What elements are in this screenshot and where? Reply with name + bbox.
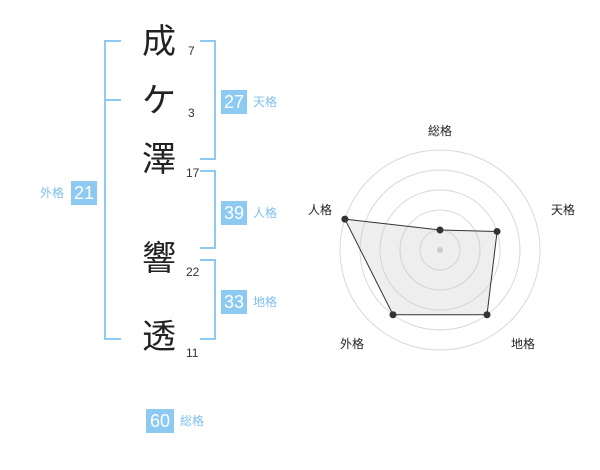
radar-polygon <box>344 218 498 316</box>
chikaku-bracket <box>200 259 216 340</box>
jinkaku-label: 人格 <box>253 206 278 220</box>
stroke-count-1: 7 <box>188 44 195 58</box>
gaikaku-value: 21 <box>71 181 97 205</box>
radar-axis-label-soukaku: 総格 <box>428 124 453 138</box>
radar-axis-label-chikaku: 地格 <box>511 337 536 351</box>
radar-grid-ring <box>379 189 501 311</box>
radar-grid-ring <box>399 209 481 291</box>
soukaku-label: 総格 <box>180 414 205 428</box>
chikaku-value: 33 <box>221 290 247 314</box>
radar-axis-label-jinkaku: 人格 <box>308 203 333 217</box>
soukaku-value: 60 <box>146 409 174 433</box>
stroke-count-3: 17 <box>186 166 200 180</box>
radar-point <box>389 311 397 319</box>
stroke-count-5: 11 <box>186 346 199 360</box>
gaikaku-label: 外格 <box>40 186 65 200</box>
radar-center-dot <box>437 247 443 253</box>
radar-chart <box>339 149 541 351</box>
radar-point <box>436 226 444 234</box>
stroke-count-4: 22 <box>186 265 200 279</box>
chikaku-label: 地格 <box>253 295 278 309</box>
tenkaku-bracket <box>200 40 216 160</box>
gaikaku-bracket <box>104 40 121 340</box>
name-char-1: 成 <box>142 22 176 62</box>
radar-axis-label-tenkaku: 天格 <box>551 203 576 217</box>
jinkaku-value: 39 <box>221 201 247 225</box>
jinkaku-bracket <box>200 170 216 249</box>
radar-grid-ring <box>339 149 541 351</box>
name-char-2: ケ <box>142 81 176 121</box>
tenkaku-label: 天格 <box>253 95 278 109</box>
stroke-count-2: 3 <box>188 106 195 120</box>
tenkaku-value: 27 <box>221 90 247 114</box>
radar-point <box>483 311 491 319</box>
radar-points <box>341 215 501 319</box>
name-char-4: 響 <box>142 239 176 279</box>
name-char-5: 透 <box>142 317 176 357</box>
bracket-lines <box>104 40 216 340</box>
name-char-3: 澤 <box>142 140 176 180</box>
radar-point <box>493 227 501 235</box>
radar-axis-label-gaikaku: 外格 <box>340 337 365 351</box>
radar-point <box>341 215 349 223</box>
